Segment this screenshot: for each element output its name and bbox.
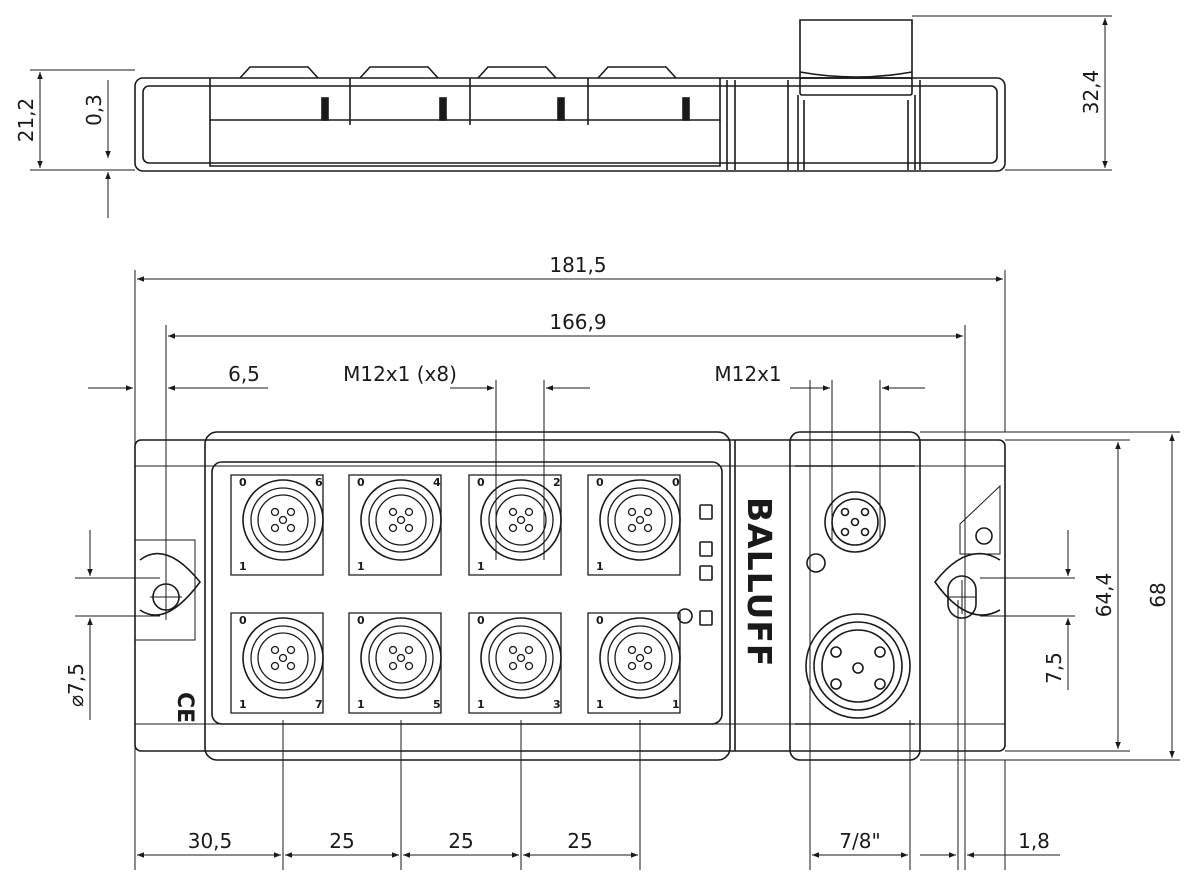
dim-edge: 1,8 (1018, 829, 1050, 853)
dim-port-connector: M12x1 (x8) (343, 362, 457, 386)
dim-connector-height: 32,4 (1079, 70, 1103, 115)
dim-hole-offset: 6,5 (228, 362, 260, 386)
body-outline (134, 439, 1006, 752)
power-housing (789, 431, 921, 761)
port-pin-label: 0 (239, 614, 247, 627)
m12-port: 0 2 1 (468, 474, 562, 576)
ce-mark: CE (172, 692, 197, 723)
ports-group: 0 6 1 0 4 1 0 2 1 0 0 1 0 1 7 0 1 5 0 1 3 0 1 1 (230, 474, 681, 714)
port-pin-label: 0 (357, 614, 365, 627)
left-flange (139, 552, 202, 616)
port-pin-label: 7 (315, 698, 323, 711)
port-pin-label: 2 (553, 476, 561, 489)
port-pin-label: 0 (357, 476, 365, 489)
power-connector-icon (805, 613, 911, 719)
dim-body-height: 68 (1146, 582, 1170, 607)
dim-body-height-inner: 64,4 (1092, 573, 1116, 618)
dim-power-connector: M12x1 (714, 362, 781, 386)
dim-step: 0,3 (82, 94, 106, 126)
side-port-strip (209, 78, 721, 121)
port-pin-label: 0 (239, 476, 247, 489)
dim-hole-pos-right: 7,5 (1042, 652, 1066, 684)
port-pin-label: 0 (596, 614, 604, 627)
m12-port: 0 1 3 (468, 612, 562, 714)
led-indicator-icon (677, 608, 693, 624)
port-pin-label: 1 (239, 698, 247, 711)
m12-port: 0 4 1 (348, 474, 442, 576)
port-pin-label: 1 (672, 698, 680, 711)
port-pin-label: 0 (672, 476, 680, 489)
m12-port: 0 1 1 (587, 612, 681, 714)
port-pin-label: 1 (357, 560, 365, 573)
m12-port: 0 0 1 (587, 474, 681, 576)
m12-port: 0 6 1 (230, 474, 324, 576)
dim-hole-distance: 166,9 (549, 310, 606, 334)
dim-power-size: 7/8" (839, 829, 880, 853)
side-body-inner (142, 85, 998, 164)
ground-symbol-icon (806, 553, 826, 573)
dim-hole-dia: ⌀7,5 (64, 663, 88, 707)
port-pin-label: 1 (239, 560, 247, 573)
port-housing (204, 431, 731, 761)
port-pin-label: 1 (596, 560, 604, 573)
dim-total-height: 21,2 (14, 98, 38, 143)
port-pin-label: 1 (477, 560, 485, 573)
side-body-outline (134, 77, 1006, 172)
m12-port: 0 1 5 (348, 612, 442, 714)
top-view (75, 270, 1180, 870)
port-pin-label: 0 (477, 614, 485, 627)
port-pin-label: 1 (596, 698, 604, 711)
m12-connector-icon (824, 491, 886, 553)
port-pin-label: 5 (433, 698, 441, 711)
dim-pitch-first: 30,5 (188, 829, 233, 853)
port-pin-label: 0 (596, 476, 604, 489)
m12-port: 0 1 7 (230, 612, 324, 714)
port-pin-label: 1 (477, 698, 485, 711)
dim-pitch-2: 25 (448, 829, 473, 853)
dim-overall-length: 181,5 (549, 253, 606, 277)
dim-pitch-1: 25 (329, 829, 354, 853)
brand-logo: BALLUFF (740, 497, 779, 667)
port-pin-label: 1 (357, 698, 365, 711)
port-pin-label: 6 (315, 476, 323, 489)
port-pin-label: 4 (433, 476, 441, 489)
side-power-connector (799, 19, 913, 79)
dim-pitch-3: 25 (567, 829, 592, 853)
port-pin-label: 0 (477, 476, 485, 489)
side-view (30, 15, 1112, 218)
port-pin-label: 3 (553, 698, 561, 711)
